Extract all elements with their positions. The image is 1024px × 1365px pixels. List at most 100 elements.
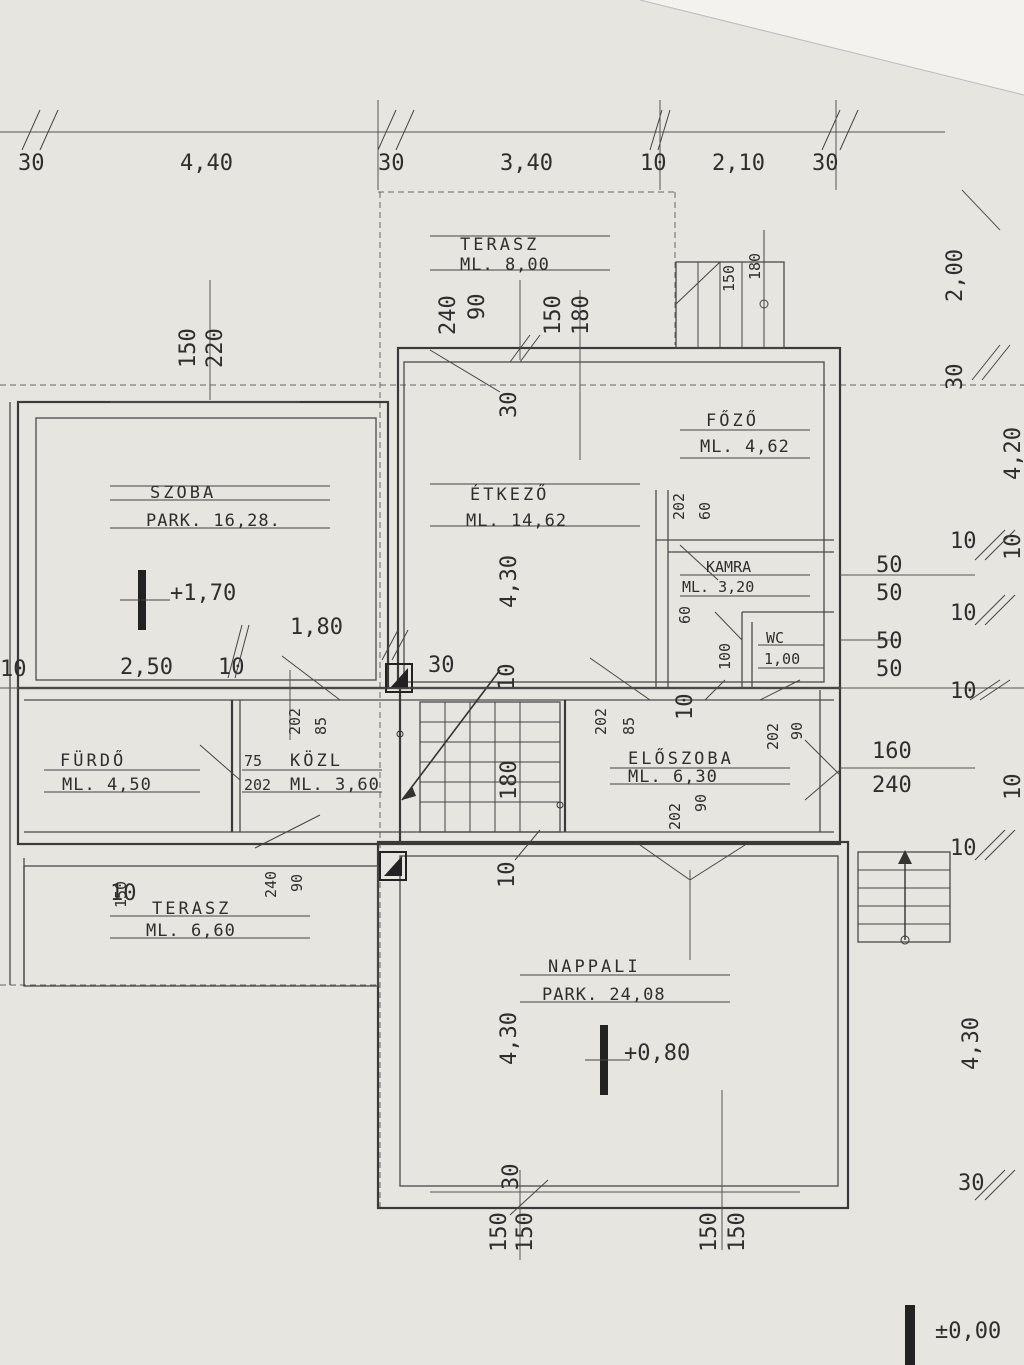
dim-szoba-220: 220 (203, 328, 228, 368)
dim-szoba-150: 150 (176, 328, 201, 368)
room-area-wc: 1,00 (764, 650, 800, 668)
dim-right-50-b: 50 (876, 581, 903, 606)
room-name-kamra: KAMRA (706, 558, 751, 576)
top-dimension-labels: 30 4,40 30 3,40 10 2,10 30 (18, 151, 839, 176)
background-frame-lines (0, 191, 1024, 1210)
dim-right-10-a: 10 (950, 529, 977, 554)
dim-1-80: 1,80 (290, 615, 343, 640)
dim-door-90-b: 90 (788, 722, 806, 740)
dim-stair-top-150: 150 (720, 265, 738, 292)
room-area-terasz-top: ML. 8,00 (460, 255, 550, 275)
dim-center-10-b: 10 (673, 694, 698, 721)
room-name-eloszoba: ELŐSZOBA (628, 747, 734, 769)
dim-door-85-b: 85 (620, 717, 638, 735)
inner-dimension-texts: 150 220 4,30 4,30 2,50 10 1,80 30 30 180… (0, 249, 1024, 1252)
dim-kamra-202: 202 (670, 493, 688, 520)
dim-left-10: 10 (0, 657, 27, 682)
room-name-terasz-top: TERASZ (460, 235, 539, 255)
room-name-furdo: FÜRDŐ (60, 749, 126, 771)
top-dim-6: 2,10 (712, 151, 765, 176)
dim-terasz-150: 150 (541, 295, 566, 335)
main-staircase (396, 669, 564, 833)
top-dim-1: 30 (18, 151, 45, 176)
room-area-terasz-bottom: ML. 6,60 (146, 921, 236, 941)
dim-kamra-60-b: 60 (676, 606, 694, 624)
entrance-stair (857, 850, 951, 945)
dim-door-85-a: 85 (312, 717, 330, 735)
room-name-wc: WC (766, 629, 784, 647)
dim-door-202-c: 202 (592, 708, 610, 735)
axis-lines (0, 189, 1024, 1260)
interior-walls (230, 490, 834, 842)
level-ground: ±0,00 (935, 1319, 1001, 1344)
dim-terasz-240: 240 (436, 295, 461, 335)
room-name-terasz-bottom: TERASZ (152, 899, 231, 919)
room-area-fozo: ML. 4,62 (700, 437, 790, 457)
room-name-szoba: SZOBA (150, 483, 216, 503)
top-dim-4: 3,40 (500, 151, 553, 176)
dim-terasz-90: 90 (465, 294, 490, 321)
level-szoba: +1,70 (170, 581, 236, 606)
door-swings (199, 349, 841, 881)
room-name-kozl: KÖZL (290, 749, 343, 771)
dim-bottom-150-c: 150 (697, 1212, 722, 1252)
chimney-blocks (379, 663, 413, 881)
dim-eloszoba-240: 240 (872, 773, 912, 798)
dim-center-30: 30 (499, 1164, 524, 1191)
dim-terasz-180: 180 (569, 295, 594, 335)
dim-right-50-c: 50 (876, 629, 903, 654)
room-area-kamra: ML. 3,20 (682, 578, 754, 596)
top-dimension-line (0, 100, 945, 190)
room-area-furdo: ML. 4,50 (62, 775, 152, 795)
dim-terasz-b-240: 240 (262, 871, 280, 898)
dim-right-10-c: 10 (950, 679, 977, 704)
level-markers (120, 570, 915, 1365)
dim-left-10-b: 10 (110, 881, 137, 906)
dim-etkezo-height: 4,30 (497, 555, 522, 608)
room-area-eloszoba: ML. 6,30 (628, 767, 718, 787)
dim-30-a: 30 (428, 653, 455, 678)
dim-stair-top-180: 180 (746, 253, 764, 280)
dim-kamra-60: 60 (696, 502, 714, 520)
dim-door-202-d: 202 (666, 803, 684, 830)
room-area-kozl: ML. 3,60 (290, 775, 380, 795)
room-area-etkezo: ML. 14,62 (466, 511, 567, 531)
dim-right-30: 30 (943, 364, 968, 391)
dim-bottom-150-d: 150 (725, 1212, 750, 1252)
dim-right-4-20: 4,20 (1001, 427, 1024, 480)
dim-door-75: 75 (244, 752, 262, 770)
dim-kamra-100: 100 (716, 643, 734, 670)
dim-terasz-b-150: 150 (112, 881, 130, 908)
dim-door-202-e: 202 (764, 723, 782, 750)
dim-door-202-a: 202 (286, 708, 304, 735)
dim-stair-180: 180 (497, 760, 522, 800)
top-dim-3: 30 (378, 151, 405, 176)
dim-2-50: 2,50 (120, 655, 173, 680)
level-texts: +1,70 +0,80 ±0,00 (170, 581, 1001, 1344)
dim-30-b: 30 (497, 392, 522, 419)
room-labels: SZOBA PARK. 16,28. ÉTKEZŐ ML. 14,62 TERA… (44, 235, 824, 1005)
room-area-nappali: PARK. 24,08 (542, 985, 666, 1005)
room-area-szoba: PARK. 16,28. (146, 511, 281, 531)
room-name-etkezo: ÉTKEZŐ (470, 483, 549, 505)
dim-center-10-c: 10 (495, 862, 520, 889)
dim-terasz-b-90: 90 (288, 874, 306, 892)
dim-center-10-e: 10 (1001, 774, 1024, 801)
room-name-fozo: FŐZŐ (706, 409, 759, 431)
dim-bottom-150-b: 150 (513, 1212, 538, 1252)
dim-right-2-00: 2,00 (943, 249, 968, 302)
dim-right-50-a: 50 (876, 553, 903, 578)
dim-right-4-30: 4,30 (959, 1017, 984, 1070)
dim-right-50-d: 50 (876, 657, 903, 682)
level-nappali: +0,80 (624, 1041, 690, 1066)
dim-nappali-height: 4,30 (497, 1012, 522, 1065)
dimension-ticks (227, 334, 1016, 1216)
dim-right-30-b: 30 (958, 1171, 985, 1196)
dim-door-90: 90 (692, 794, 710, 812)
top-dim-2: 4,40 (180, 151, 233, 176)
top-dim-7: 30 (812, 151, 839, 176)
dim-door-202-b: 202 (244, 776, 271, 794)
top-terrace-stair (675, 230, 785, 349)
dim-center-10-a: 10 (495, 664, 520, 691)
